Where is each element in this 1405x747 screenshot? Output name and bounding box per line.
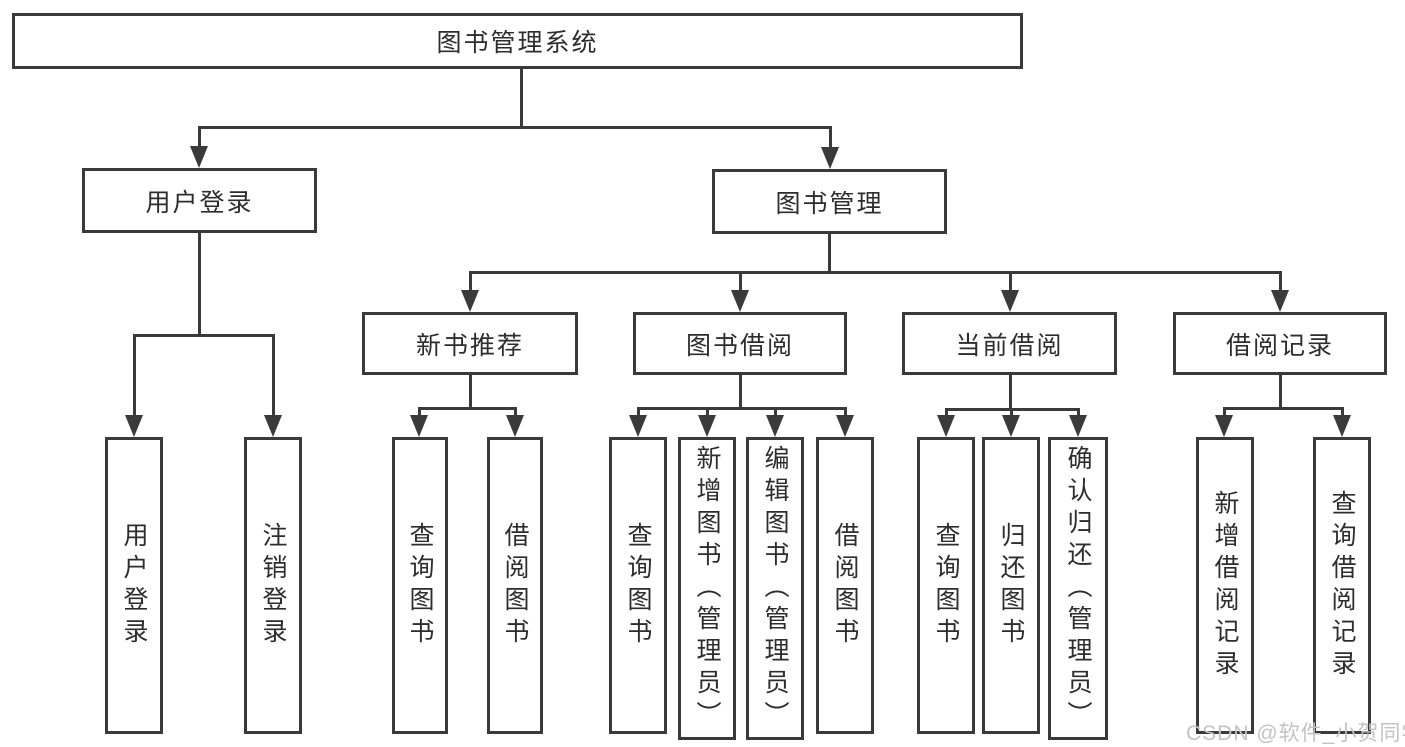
node-query-books-1: 查询图书 bbox=[392, 437, 448, 734]
node-label-logout-leaf: 注销登录 bbox=[259, 521, 287, 650]
node-root: 图书管理系统 bbox=[12, 13, 1023, 69]
node-label-book-management: 图书管理 bbox=[775, 189, 884, 218]
node-user-login: 用户登录 bbox=[82, 168, 317, 233]
node-label-new-book-recommend: 新书推荐 bbox=[415, 331, 524, 360]
arrowhead-down-icon bbox=[1271, 290, 1289, 312]
arrowhead-down-icon bbox=[1069, 415, 1087, 437]
arrowhead-down-icon bbox=[1215, 415, 1233, 437]
node-query-books-2: 查询图书 bbox=[609, 437, 667, 734]
connector-drop-borrowing-records bbox=[1222, 408, 1226, 419]
connector-stem-new-book-recommend bbox=[468, 375, 472, 410]
arrowhead-down-icon bbox=[1001, 290, 1019, 312]
node-label-return-books: 归还图书 bbox=[997, 521, 1025, 650]
connector-bar-root bbox=[197, 125, 832, 129]
node-label-edit-books-admin: 编辑图书（管理员） bbox=[761, 444, 789, 733]
arrowhead-down-icon bbox=[461, 290, 479, 312]
node-query-borrow-record: 查询借阅记录 bbox=[1313, 437, 1371, 734]
node-borrow-books-1: 借阅图书 bbox=[487, 437, 543, 734]
arrowhead-down-icon bbox=[410, 415, 428, 437]
node-label-add-borrow-record: 新增借阅记录 bbox=[1211, 489, 1239, 682]
connector-drop-book-borrowing bbox=[705, 408, 709, 419]
connector-stem-root bbox=[519, 69, 523, 129]
connector-drop-book-borrowing bbox=[773, 408, 777, 419]
node-current-borrowing: 当前借阅 bbox=[902, 312, 1117, 375]
node-add-books-admin: 新增图书（管理员） bbox=[678, 437, 736, 740]
arrowhead-down-icon bbox=[264, 415, 282, 437]
connector-stem-book-management bbox=[827, 234, 831, 274]
connector-drop-book-borrowing bbox=[843, 408, 847, 419]
node-label-current-borrowing: 当前借阅 bbox=[955, 331, 1064, 360]
node-add-borrow-record: 新增借阅记录 bbox=[1196, 437, 1254, 734]
arrowhead-down-icon bbox=[731, 290, 749, 312]
arrowhead-down-icon bbox=[125, 415, 143, 437]
node-label-user-login-leaf: 用户登录 bbox=[120, 521, 148, 650]
connector-bar-borrowing-records bbox=[1222, 406, 1344, 410]
node-book-management: 图书管理 bbox=[712, 169, 947, 234]
connector-stem-user-login bbox=[197, 233, 201, 337]
connector-drop-book-management bbox=[1008, 272, 1012, 294]
node-edit-books-admin: 编辑图书（管理员） bbox=[746, 437, 804, 740]
connector-drop-root bbox=[197, 127, 201, 150]
node-borrow-books-2: 借阅图书 bbox=[816, 437, 874, 734]
connector-drop-new-book-recommend bbox=[417, 408, 421, 419]
node-return-books: 归还图书 bbox=[982, 437, 1040, 734]
arrowhead-down-icon bbox=[937, 415, 955, 437]
connector-drop-user-login bbox=[132, 335, 136, 419]
node-label-book-borrowing: 图书借阅 bbox=[685, 331, 794, 360]
node-label-borrow-books-2: 借阅图书 bbox=[831, 521, 859, 650]
connector-drop-current-borrowing bbox=[1076, 409, 1080, 419]
node-label-query-borrow-record: 查询借阅记录 bbox=[1328, 489, 1356, 682]
node-label-user-login: 用户登录 bbox=[145, 188, 254, 217]
connector-stem-book-borrowing bbox=[738, 375, 742, 410]
arrowhead-down-icon bbox=[190, 146, 208, 168]
node-borrowing-records: 借阅记录 bbox=[1173, 312, 1387, 375]
node-new-book-recommend: 新书推荐 bbox=[362, 312, 578, 375]
node-book-borrowing: 图书借阅 bbox=[633, 312, 847, 375]
connector-bar-book-borrowing bbox=[636, 406, 847, 410]
connector-drop-book-borrowing bbox=[636, 408, 640, 419]
node-label-confirm-return-admin: 确认归还（管理员） bbox=[1064, 444, 1092, 733]
connector-bar-user-login bbox=[132, 333, 275, 337]
connector-drop-current-borrowing bbox=[944, 409, 948, 419]
csdn-watermark: CSDN @软件_小贺同学 bbox=[1186, 722, 1405, 745]
connector-drop-borrowing-records bbox=[1340, 408, 1344, 419]
arrowhead-down-icon bbox=[506, 415, 524, 437]
node-label-borrowing-records: 借阅记录 bbox=[1225, 331, 1334, 360]
connector-stem-borrowing-records bbox=[1278, 375, 1282, 410]
arrowhead-down-icon bbox=[1002, 415, 1020, 437]
connector-drop-book-management bbox=[1278, 272, 1282, 294]
arrowhead-down-icon bbox=[1333, 415, 1351, 437]
connector-drop-current-borrowing bbox=[1009, 409, 1013, 419]
node-confirm-return-admin: 确认归还（管理员） bbox=[1048, 437, 1108, 740]
arrowhead-down-icon bbox=[766, 415, 784, 437]
node-label-query-books-3: 查询图书 bbox=[932, 521, 960, 650]
node-user-login-leaf: 用户登录 bbox=[105, 437, 163, 734]
connector-bar-new-book-recommend bbox=[417, 406, 517, 410]
node-label-add-books-admin: 新增图书（管理员） bbox=[693, 444, 721, 733]
arrowhead-down-icon bbox=[836, 415, 854, 437]
connector-drop-book-management bbox=[468, 272, 472, 294]
node-query-books-3: 查询图书 bbox=[917, 437, 975, 734]
connector-drop-user-login bbox=[271, 335, 275, 419]
connector-drop-root bbox=[828, 127, 832, 151]
node-label-root: 图书管理系统 bbox=[436, 29, 599, 57]
arrowhead-down-icon bbox=[629, 415, 647, 437]
node-label-query-books-2: 查询图书 bbox=[624, 521, 652, 650]
connector-drop-new-book-recommend bbox=[513, 408, 517, 419]
connector-stem-current-borrowing bbox=[1008, 375, 1012, 411]
connector-drop-book-management bbox=[738, 272, 742, 294]
connector-bar-book-management bbox=[468, 270, 1282, 274]
node-label-query-books-1: 查询图书 bbox=[406, 521, 434, 650]
node-logout-leaf: 注销登录 bbox=[244, 437, 302, 734]
arrowhead-down-icon bbox=[821, 147, 839, 169]
arrowhead-down-icon bbox=[698, 415, 716, 437]
node-label-borrow-books-1: 借阅图书 bbox=[501, 521, 529, 650]
